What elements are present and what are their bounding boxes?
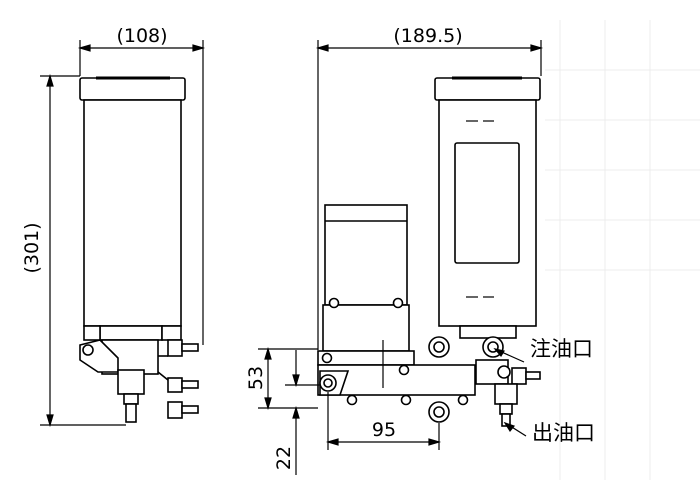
front-bolt-1-stem <box>181 343 199 352</box>
front-housing-left <box>83 325 101 341</box>
dim-front-width-label: (108) <box>116 25 167 47</box>
dim-overall-height-label: (301) <box>21 222 43 273</box>
outlet-callout <box>503 421 527 437</box>
dim-side-width <box>315 40 544 350</box>
motor-bolt-right <box>392 297 404 309</box>
front-outlet-nut <box>123 393 139 405</box>
mount-hole-left-inner <box>323 378 333 388</box>
outlet-pipe <box>501 413 511 427</box>
dim-side-width-label: (189.5) <box>393 25 462 47</box>
front-outlet-block <box>117 369 145 395</box>
dim-bottom-offset-label: 22 <box>273 446 295 470</box>
front-bolt-2 <box>167 377 183 393</box>
front-bolt-2-stem <box>181 380 199 389</box>
pump-body <box>317 364 476 396</box>
front-bolt-3 <box>167 401 183 419</box>
dim-bottom-offset <box>285 350 320 475</box>
inlet-port-label: 注油口 <box>530 337 593 361</box>
dim-mount-spacing-label: 95 <box>372 419 396 441</box>
dim-overall-height <box>40 73 126 428</box>
front-housing-top <box>99 325 163 341</box>
background-grid <box>545 20 700 480</box>
front-housing-right <box>161 325 182 341</box>
side-reservoir-base <box>459 325 517 339</box>
outlet-block <box>494 383 518 405</box>
motor-base <box>322 304 410 352</box>
dim-front-width <box>77 40 206 345</box>
front-outlet-pipe <box>125 403 137 423</box>
mount-plate <box>317 350 415 366</box>
dim-mount-height-label: 53 <box>245 366 267 390</box>
front-left-fitting <box>82 344 94 356</box>
outlet-nut <box>499 403 513 415</box>
inlet-callout <box>493 348 525 363</box>
front-reservoir <box>83 99 182 327</box>
front-lid <box>79 77 186 101</box>
motor-body <box>324 204 408 306</box>
motor-bolt-left <box>328 297 340 309</box>
front-view <box>79 76 199 423</box>
side-view <box>317 76 541 427</box>
side-sight-window <box>454 142 520 264</box>
outlet-port-label: 出油口 <box>532 421 595 445</box>
front-bolt-1 <box>167 339 183 357</box>
front-bolt-3-stem <box>181 405 199 414</box>
side-bolt-1 <box>511 367 527 385</box>
dim-mount-height <box>258 346 318 411</box>
dim-mount-spacing <box>325 392 442 450</box>
side-lid <box>434 77 541 101</box>
